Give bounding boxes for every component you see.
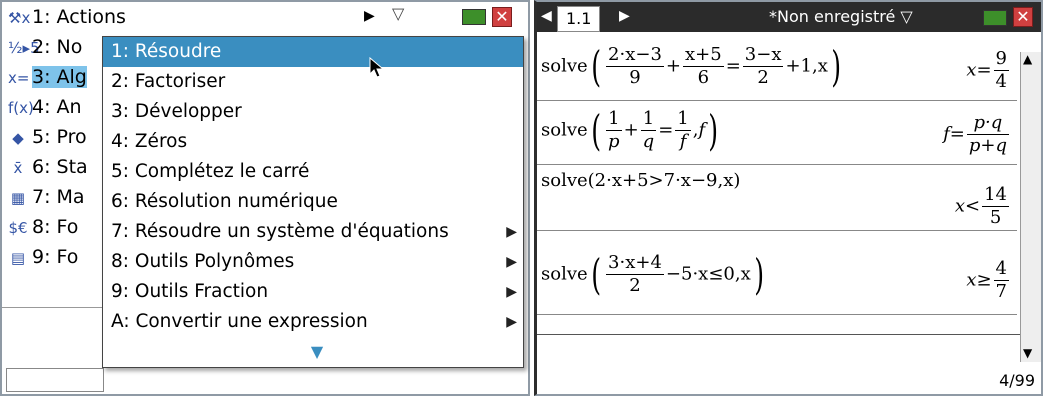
submenu-item-outils-polynomes[interactable]: 8: Outils Polynômes ▶ [103, 247, 523, 277]
main-menu: ⚒x1: Actions ½▸52: No x=3: Alg f(x)4: An… [2, 2, 382, 272]
mean-icon: x̄ [13, 159, 23, 177]
menu-item-algebra[interactable]: x=3: Alg [2, 62, 382, 92]
chevron-down-icon: ▽ [900, 7, 913, 26]
submenu-item-resolution-numerique[interactable]: 6: Résolution numérique [103, 187, 523, 217]
submenu-item-label: 6: Résolution numérique [111, 191, 338, 212]
submenu-item-label: 2: Factoriser [111, 71, 226, 92]
menu-item-label: 3: Alg [32, 66, 87, 88]
submenu-arrow-icon: ▶ [506, 314, 517, 330]
arrow-right-icon[interactable]: ▶ [619, 8, 630, 24]
menu-item-analysis[interactable]: f(x)4: An [2, 92, 382, 122]
menu-item-label: 8: Fo [32, 216, 79, 238]
submenu-item-label: 8: Outils Polynômes [111, 251, 295, 272]
number-icon: ½▸5 [8, 39, 40, 57]
submenu-arrow-icon: ▶ [506, 254, 517, 270]
input-expression: solve(2·x+5>7·x−9,x) [541, 170, 741, 191]
history-counter: 4/99 [999, 371, 1035, 390]
menu-item-functions[interactable]: ▤ 9: Fo [2, 242, 382, 272]
document-title[interactable]: *Non enregistré ▽ [769, 2, 913, 32]
entry-line-input[interactable] [541, 340, 981, 364]
close-icon[interactable]: ✕ [492, 7, 512, 27]
tools-icon: ⚒x [8, 9, 31, 27]
menu-item-label: 9: Fo [32, 246, 79, 268]
submenu-item-zeros[interactable]: 4: Zéros [103, 127, 523, 157]
submenu-item-label: 7: Résoudre un système d'équations [111, 221, 449, 242]
menu-item-label: 1: Actions [32, 6, 126, 28]
menu-item-number[interactable]: ½▸52: No [2, 32, 382, 62]
submenu-item-systeme-equations[interactable]: 7: Résoudre un système d'équations ▶ [103, 217, 523, 247]
scroll-down-icon[interactable]: ▼ [1023, 346, 1033, 360]
submenu-item-label: 9: Outils Fraction [111, 281, 269, 302]
battery-icon [462, 9, 486, 25]
arrow-left-icon[interactable]: ◀ [541, 8, 552, 24]
dice-icon: ◆ [12, 129, 24, 147]
divider [2, 307, 102, 308]
function-icon: f(x) [8, 99, 34, 117]
submenu-item-label: 1: Résoudre [111, 41, 222, 62]
menu-item-label: 5: Pro [32, 126, 87, 148]
menu-item-label: 6: Sta [32, 156, 88, 178]
menu-item-actions[interactable]: ⚒x1: Actions [2, 2, 382, 32]
submenu-item-label: 5: Complétez le carré [111, 161, 310, 182]
currency-icon: $€ [8, 219, 28, 237]
submenu-item-label: 3: Développer [111, 101, 242, 122]
chevron-down-icon[interactable]: ▽ [392, 4, 405, 23]
menu-item-probability[interactable]: ◆ 5: Pro [2, 122, 382, 152]
submenu-item-resoudre[interactable]: 1: Résoudre [103, 37, 523, 67]
equation-icon: x= [8, 69, 30, 87]
menu-item-statistics[interactable]: x̄ 6: Sta [2, 152, 382, 182]
submenu-item-convertir-expression[interactable]: A: Convertir une expression ▶ [103, 307, 523, 337]
submenu-item-factoriser[interactable]: 2: Factoriser [103, 67, 523, 97]
document-title-text: *Non enregistré [769, 7, 896, 26]
submenu-item-completer-carre[interactable]: 5: Complétez le carré [103, 157, 523, 187]
menu-item-label: 7: Ma [32, 186, 85, 208]
mouse-cursor-icon [369, 57, 385, 78]
matrix-icon: ▦ [10, 189, 26, 207]
menu-item-matrix[interactable]: ▦ 7: Ma [2, 182, 382, 212]
document-titlebar: ◀ 1.1 ▶ *Non enregistré ▽ ✕ [537, 2, 1041, 32]
scroll-up-icon[interactable]: ▲ [1023, 52, 1033, 66]
entry-line-divider [537, 334, 1021, 335]
submenu-indicator-icon: ▶ [364, 8, 375, 24]
scroll-down-icon[interactable]: ▼ [310, 342, 324, 361]
menu-item-finance[interactable]: $€8: Fo [2, 212, 382, 242]
submenu-arrow-icon: ▶ [506, 224, 517, 240]
submenu-item-outils-fraction[interactable]: 9: Outils Fraction ▶ [103, 277, 523, 307]
menu-item-label: 4: An [32, 96, 82, 118]
submenu-item-label: A: Convertir une expression [111, 311, 368, 332]
submenu-arrow-icon: ▶ [506, 284, 517, 300]
submenu-item-developper[interactable]: 3: Développer [103, 97, 523, 127]
close-icon[interactable]: ✕ [1013, 7, 1033, 27]
battery-icon [983, 10, 1007, 26]
template-icon: ▤ [10, 249, 26, 267]
entry-line-input[interactable] [6, 368, 104, 392]
calculator-panel: ⚒x1: Actions ½▸52: No x=3: Alg f(x)4: An… [0, 0, 530, 396]
menu-item-label: 2: No [32, 36, 83, 58]
scrollbar[interactable]: ▲ ▼ [1020, 52, 1041, 362]
submenu-item-label: 4: Zéros [111, 131, 188, 152]
tab-page[interactable]: 1.1 [557, 6, 601, 32]
algebra-submenu: 1: Résoudre 2: Factoriser 3: Développer … [102, 36, 524, 368]
